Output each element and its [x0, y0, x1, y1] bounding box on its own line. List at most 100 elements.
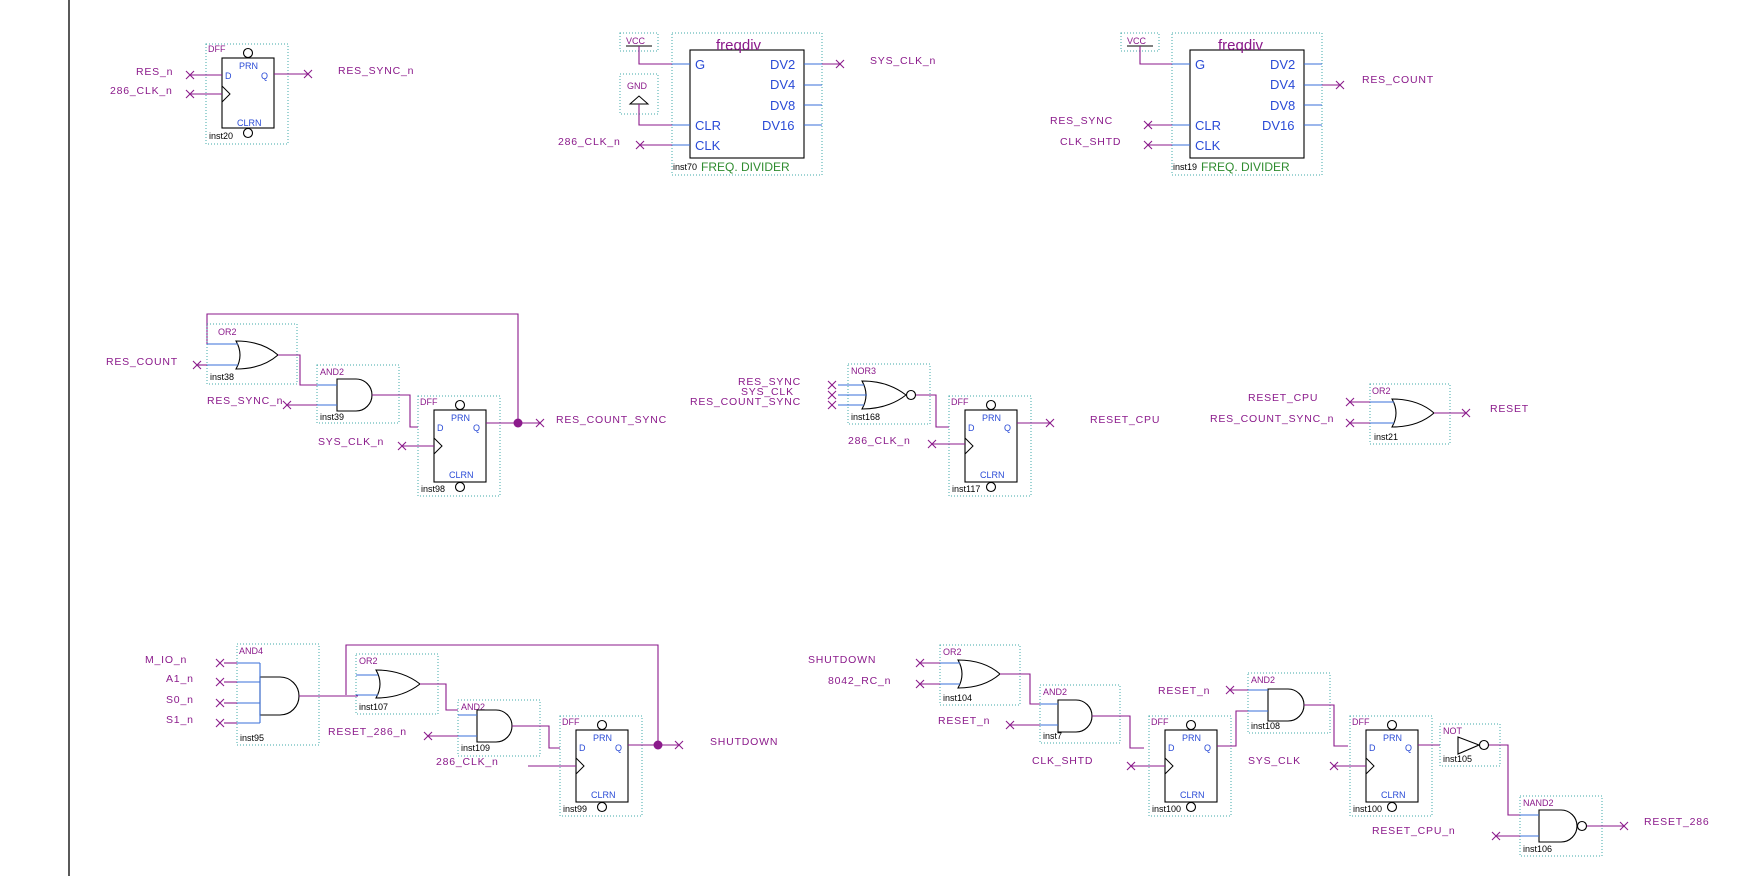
wire-inst105-out — [1489, 744, 1522, 816]
component-type-label: NOT — [1443, 726, 1463, 736]
pin-d: D — [579, 743, 586, 753]
wires-inst20 — [185, 69, 313, 99]
component-type-label: OR2 — [218, 327, 237, 337]
wires-inst104 — [915, 658, 1040, 705]
component-type-label: freqdiv — [716, 37, 762, 54]
signal-label: S0_n — [166, 694, 194, 706]
wires-inst168 — [827, 380, 949, 428]
and4-inst95[interactable]: AND4 inst95 — [236, 643, 320, 746]
wires-inst70 — [635, 46, 845, 150]
instance-id: inst99 — [563, 804, 587, 814]
pin-dv16: DV16 — [1262, 118, 1295, 133]
dff-inst100-b[interactable]: DFF PRN D Q CLRN inst100 — [1349, 715, 1433, 817]
pin-prn: PRN — [1383, 733, 1402, 743]
pin-clrn: CLRN — [591, 790, 616, 800]
instance-id: inst168 — [851, 412, 880, 422]
pin-q: Q — [1204, 743, 1211, 753]
signal-label: RES_COUNT_SYNC — [556, 414, 667, 426]
pin-d: D — [225, 71, 232, 81]
signal-label: RES_n — [136, 66, 173, 78]
pin-dv4: DV4 — [770, 77, 795, 92]
pin-dv8: DV8 — [1270, 98, 1295, 113]
signal-label: RESET_286 — [1644, 816, 1710, 828]
wire-inst107-out — [420, 683, 458, 711]
signal-label: RES_SYNC_n — [338, 65, 414, 77]
wires-inst95 — [215, 658, 358, 728]
pin-dv8: DV8 — [770, 98, 795, 113]
wires-inst117 — [927, 418, 1055, 449]
component-type-label: AND2 — [1043, 687, 1067, 697]
signal-label: RESET_CPU — [1248, 392, 1318, 404]
wires-inst109 — [423, 725, 560, 749]
pin-clrn: CLRN — [449, 470, 474, 480]
wires-inst7 — [1005, 715, 1144, 749]
instance-id: inst38 — [210, 372, 234, 382]
pin-d: D — [1168, 743, 1175, 753]
freqdiv-inst70[interactable]: freqdiv G CLR CLK DV2 DV4 DV8 DV16 FREQ.… — [671, 32, 823, 176]
instance-id: inst98 — [421, 484, 445, 494]
pin-prn: PRN — [982, 413, 1001, 423]
signal-label: 286_CLK_n — [110, 85, 173, 97]
pin-dv16: DV16 — [762, 118, 795, 133]
or2-inst21[interactable]: OR2 inst21 — [1369, 383, 1451, 445]
signal-label: 286_CLK_n — [436, 756, 499, 768]
instance-id: inst100 — [1353, 804, 1382, 814]
instance-id: inst70 — [673, 162, 697, 172]
component-type-label: AND2 — [461, 702, 485, 712]
signal-label: S1_n — [166, 714, 194, 726]
signal-label: SHUTDOWN — [710, 736, 778, 748]
dff-inst99[interactable]: DFF PRN D Q CLRN inst99 — [559, 715, 643, 817]
wires-inst106 — [1491, 821, 1629, 841]
signal-label: RES_SYNC — [738, 376, 801, 388]
and2-inst108[interactable]: AND2 inst108 — [1247, 672, 1331, 734]
instance-id: inst20 — [209, 131, 233, 141]
wires-inst108 — [1225, 685, 1348, 747]
dff-inst117[interactable]: DFF PRN D Q CLRN inst117 — [948, 395, 1032, 497]
wires-inst100-b — [1329, 744, 1440, 771]
dff-inst20[interactable]: DFF PRN D Q CLRN inst20 — [205, 43, 289, 145]
instance-id: inst108 — [1251, 721, 1280, 731]
nor3-inst168[interactable]: NOR3 inst168 — [838, 363, 931, 425]
instance-id: inst19 — [1173, 162, 1197, 172]
and2-inst7[interactable]: AND2 inst7 — [1039, 684, 1121, 744]
signal-label: RES_COUNT — [106, 356, 178, 368]
svg-text:VCC: VCC — [626, 36, 646, 46]
instance-id: inst106 — [1523, 844, 1552, 854]
signal-label: 286_CLK_n — [848, 435, 911, 447]
component-type-label: DFF — [208, 44, 226, 54]
pin-prn: PRN — [593, 733, 612, 743]
component-type-label: DFF — [1352, 717, 1370, 727]
signal-label: RES_SYNC_n — [207, 395, 283, 407]
wires-inst38 — [192, 354, 317, 386]
pin-q: Q — [473, 423, 480, 433]
signal-label: SYS_CLK_n — [870, 55, 936, 67]
pin-clrn: CLRN — [1180, 790, 1205, 800]
or2-inst104[interactable]: OR2 inst104 — [939, 644, 1021, 706]
component-type-label: AND2 — [320, 367, 344, 377]
nand2-inst106[interactable]: NAND2 inst106 — [1519, 795, 1603, 857]
component-type-label: freqdiv — [1218, 37, 1264, 54]
pin-d: D — [1369, 743, 1376, 753]
wires-inst98 — [397, 418, 545, 451]
pin-clk: CLK — [1195, 138, 1221, 153]
instance-id: inst107 — [359, 702, 388, 712]
dff-inst100-a[interactable]: DFF PRN D Q CLRN inst100 — [1148, 715, 1232, 817]
instance-id: inst95 — [240, 733, 264, 743]
signal-label: RESET_n — [1158, 685, 1210, 697]
pin-g: G — [1195, 57, 1205, 72]
signal-label: RESET_286_n — [328, 726, 407, 738]
or2-inst38[interactable]: OR2 inst38 — [206, 323, 298, 385]
signal-label: CLK_SHTD — [1032, 755, 1093, 767]
signal-label: 286_CLK_n — [558, 136, 621, 148]
pin-prn: PRN — [1182, 733, 1201, 743]
instance-id: inst109 — [461, 743, 490, 753]
dff-inst98[interactable]: DFF PRN D Q CLRN inst98 — [417, 395, 501, 497]
signal-label: CLK_SHTD — [1060, 136, 1121, 148]
and2-inst39[interactable]: AND2 inst39 — [316, 364, 400, 424]
component-subtitle: FREQ. DIVIDER — [1201, 160, 1290, 174]
pin-g: G — [695, 57, 705, 72]
pin-q: Q — [261, 71, 268, 81]
signal-label: RES_SYNC — [1050, 115, 1113, 127]
and2-inst109[interactable]: AND2 inst109 — [457, 699, 541, 757]
freqdiv-inst19[interactable]: freqdiv G CLR CLK DV2 DV4 DV8 DV16 FREQ.… — [1171, 32, 1323, 176]
